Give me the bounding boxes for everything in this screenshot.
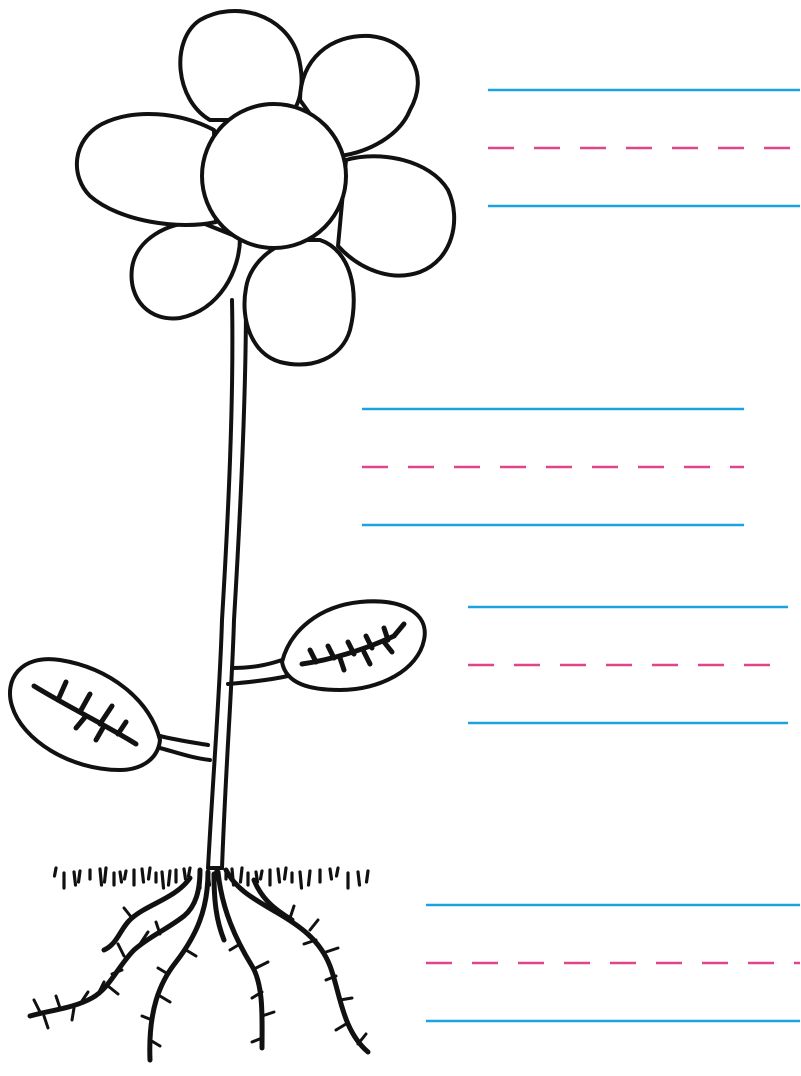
answer-blank-stem[interactable] [362, 409, 744, 525]
soil-tick [300, 872, 302, 888]
soil-tick [189, 868, 191, 876]
leaf-right [282, 601, 425, 690]
soil-tick [241, 868, 243, 882]
petal-bottom-left [132, 222, 240, 318]
soil-tick [125, 871, 127, 879]
soil-tick [79, 871, 81, 882]
soil-tick [142, 869, 144, 882]
answer-blank-flower[interactable] [488, 90, 800, 206]
soil-tick [337, 868, 339, 876]
soil-tick [367, 871, 369, 882]
soil-line [55, 868, 369, 888]
soil-tick [162, 872, 164, 888]
soil-tick [74, 872, 76, 885]
flower-head [77, 11, 454, 364]
petal-right [338, 156, 454, 275]
soil-tick [149, 868, 151, 879]
soil-tick [169, 871, 171, 885]
petal-bottom-right [244, 240, 353, 364]
soil-tick [330, 869, 332, 879]
soil-tick [55, 868, 57, 876]
soil-tick [285, 868, 287, 879]
petal-left [77, 114, 216, 225]
answer-blank-roots[interactable] [426, 905, 800, 1021]
soil-tick [184, 869, 186, 879]
soil-tick [120, 872, 122, 882]
soil-tick [261, 871, 263, 879]
answer-blank-leaf[interactable] [468, 607, 788, 723]
roots [30, 870, 368, 1060]
soil-tick [278, 869, 280, 882]
soil-tick [358, 872, 360, 885]
leaf-left [10, 659, 160, 770]
flower-center [202, 104, 346, 248]
soil-tick [309, 871, 311, 885]
soil-tick [100, 869, 102, 885]
stem [152, 300, 288, 868]
soil-tick [105, 868, 107, 882]
